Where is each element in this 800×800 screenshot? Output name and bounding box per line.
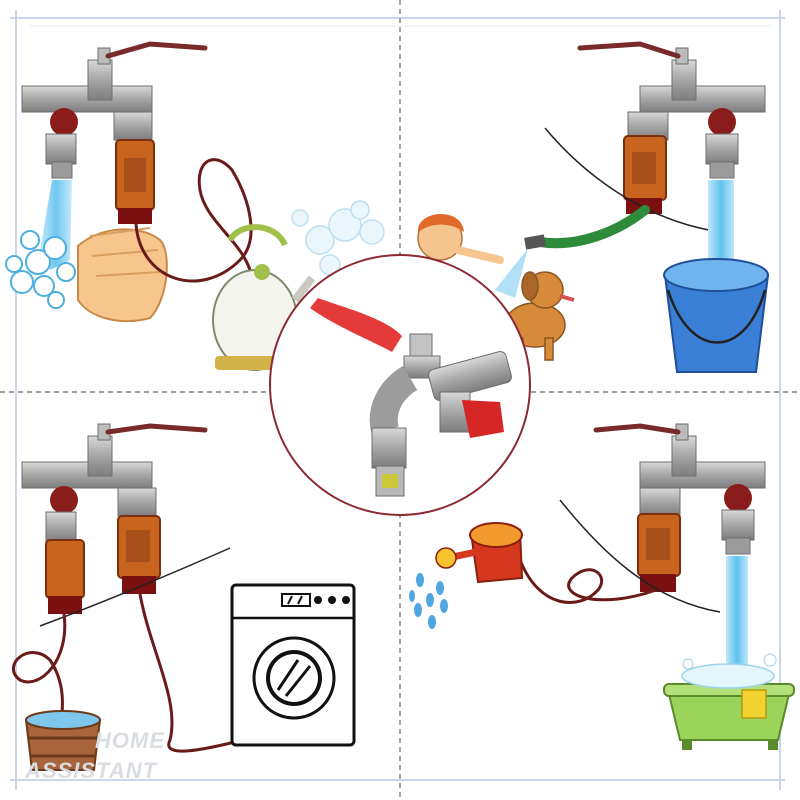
watering-can [435,522,524,584]
soap-foam [5,230,76,309]
green-hose [535,205,650,249]
water-drops [409,573,448,629]
dual-faucet-bottom-right [593,423,766,592]
wooden-tub [24,710,102,771]
panel-watering-can-and-bathtub [409,423,795,750]
panel-dog-and-bucket [417,41,770,373]
watermark-line1: HOME [95,728,165,753]
child [417,213,504,264]
hose-top-left [134,158,253,283]
center-faucet-product [269,254,531,516]
dual-faucet-top-left [21,41,208,224]
panel-tub-and-washer [12,423,356,771]
dual-faucet-bottom-left [21,423,208,614]
panel-hand-washing [5,41,385,371]
hose-bottom-right [518,559,657,604]
washing-hands [77,227,168,323]
steam-bubbles [291,200,385,276]
hose-bottom-left [12,613,67,741]
watermark-line2: ASSISTANT [25,758,158,783]
green-bathtub [663,653,795,750]
washing-machine [230,583,356,747]
blue-bucket [663,258,770,373]
dual-faucet-top-right [577,41,766,214]
